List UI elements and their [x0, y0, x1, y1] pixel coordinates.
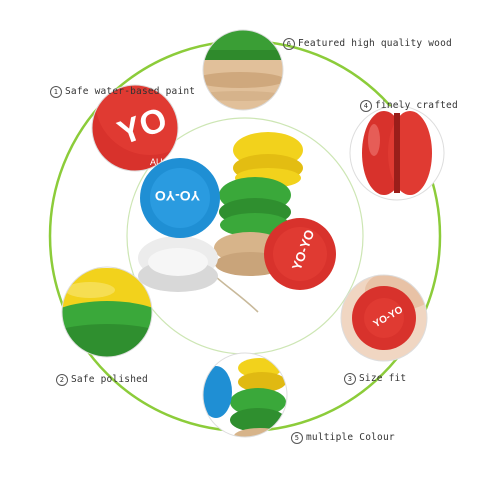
- feature-number-2: 2: [56, 374, 68, 386]
- feature-number-3: 3: [344, 373, 356, 385]
- feature-text-polished: Safe polished: [71, 374, 148, 385]
- feature-text-wood: Featured high quality wood: [298, 38, 452, 49]
- red-paint-closeup-image: YO AU: [91, 84, 179, 172]
- multicolor-yoyo-stack-image: [202, 352, 288, 438]
- yellow-green-closeup-image: [61, 266, 153, 358]
- red-yoyo-side-image: [349, 105, 445, 201]
- feature-text-colour: multiple Colour: [306, 432, 395, 443]
- feature-number-6: 6: [283, 38, 295, 50]
- feature-text-crafted: finely crafted: [375, 100, 458, 111]
- wood-closeup-image: [202, 29, 284, 111]
- feature-text-size: Size fit: [359, 373, 407, 384]
- red-yoyo-hand-image: YO-YO: [340, 274, 428, 362]
- svg-text:YO-YO: YO-YO: [155, 188, 200, 204]
- feature-number-5: 5: [291, 432, 303, 444]
- feature-number-4: 4: [360, 100, 372, 112]
- yoyo-image: YO-YO YO-YO: [138, 132, 336, 313]
- feature-text-paint: Safe water-based paint: [65, 86, 196, 97]
- svg-text:AU: AU: [150, 157, 163, 167]
- feature-number-1: 1: [50, 86, 62, 98]
